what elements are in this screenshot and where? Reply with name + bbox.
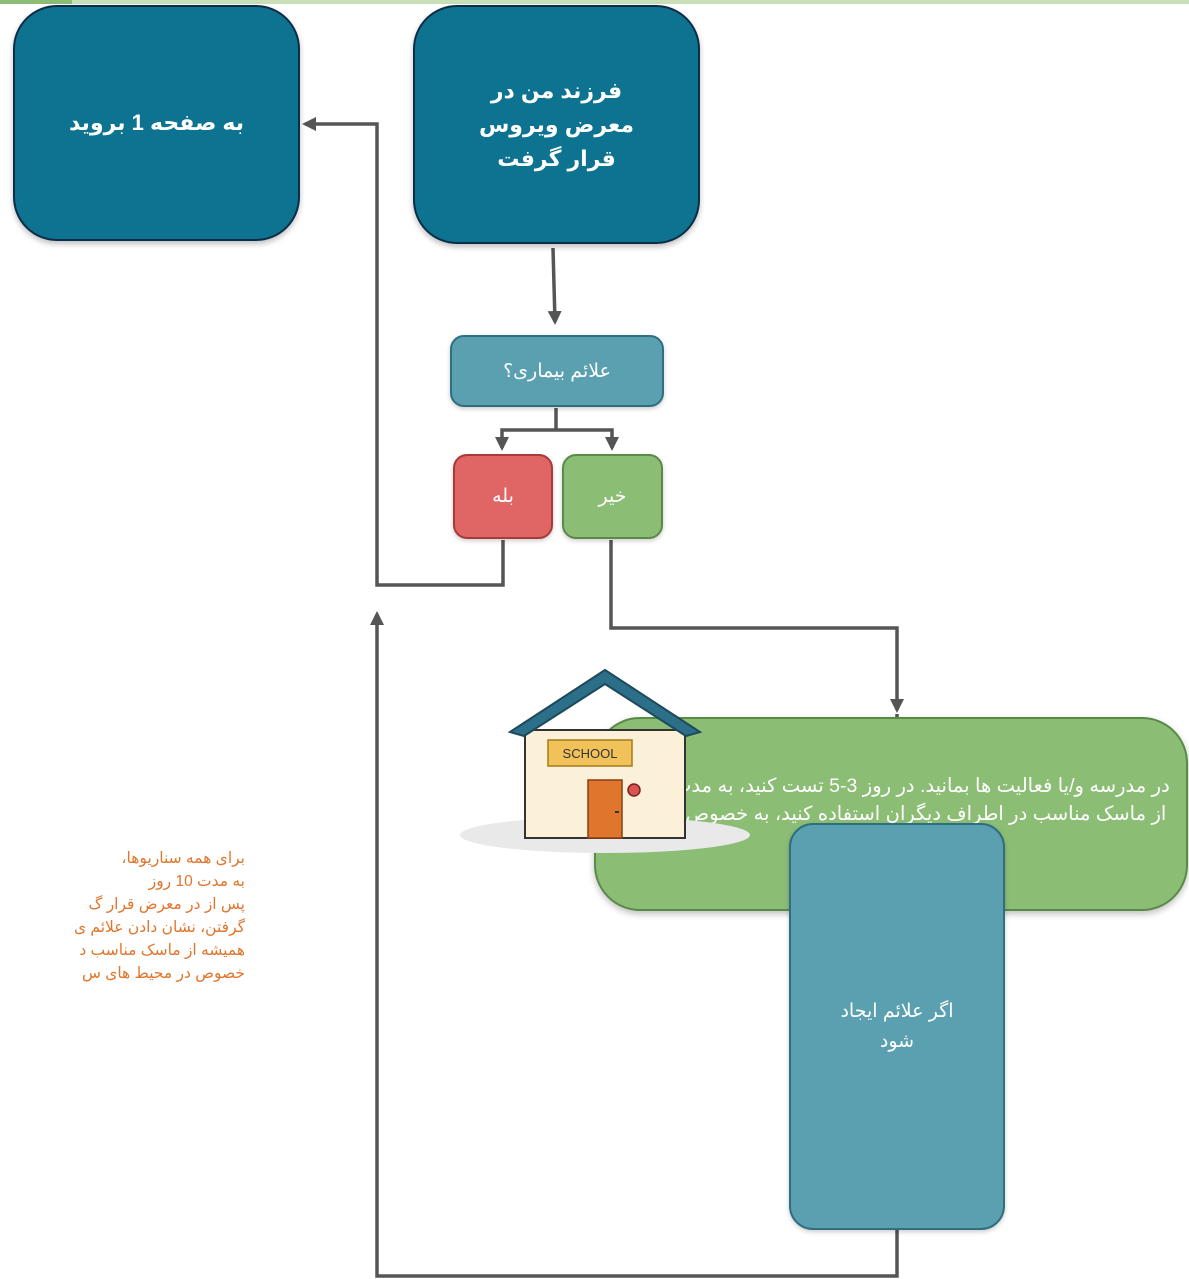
no-box: خیر	[562, 454, 663, 539]
connector-no-to-stay	[609, 540, 904, 713]
side-note-line-1: برای همه سناریوها،	[121, 850, 245, 867]
go-to-page-1-box: به صفحه 1 بروید	[13, 5, 300, 241]
school-roof	[507, 668, 703, 738]
yes-box: بله	[453, 454, 553, 539]
school-sign-text: SCHOOL	[563, 746, 618, 761]
top-accent-mark	[0, 0, 72, 4]
side-note-line-5: همیشه از ماسک مناسب د	[79, 942, 245, 959]
connector-start-to-question	[547, 247, 562, 325]
side-note: برای همه سناریوها، به مدت 10 روز پس از د…	[0, 847, 245, 985]
connector-question-to-yes	[495, 428, 556, 451]
school-house-icon: SCHOOL	[460, 668, 750, 853]
no-text: خیر	[598, 486, 627, 507]
go-to-page-1-text: به صفحه 1 بروید	[68, 110, 245, 135]
connector-yes-to-page1	[302, 117, 505, 587]
start-box: فرزند من در معرض ویروس قرار گرفت	[413, 5, 700, 244]
school-door	[587, 779, 623, 839]
symptoms-question-box: علائم بیماری؟	[450, 335, 664, 407]
side-note-line-4: گرفتن، نشان دادن علائم ی	[73, 919, 245, 936]
if-symptoms-text: اگر علائم ایجاد شود	[840, 1000, 954, 1052]
school-bell	[627, 783, 641, 797]
start-text: فرزند من در معرض ویروس قرار گرفت	[478, 77, 635, 171]
connector-question-to-no	[556, 428, 619, 451]
if-symptoms-box: اگر علائم ایجاد شود	[789, 823, 1005, 1230]
school-sign-board	[547, 739, 633, 767]
yes-text: بله	[492, 486, 514, 507]
side-note-line-6: خصوص در محیط های س	[81, 965, 245, 982]
connector-symptoms-loop	[370, 611, 899, 1278]
symptoms-question-text: علائم بیماری؟	[503, 360, 611, 382]
side-note-line-2: به مدت 10 روز	[148, 873, 245, 890]
top-accent-bar	[0, 0, 1189, 4]
side-note-line-3: پس از در معرض قرار گ	[88, 896, 245, 913]
